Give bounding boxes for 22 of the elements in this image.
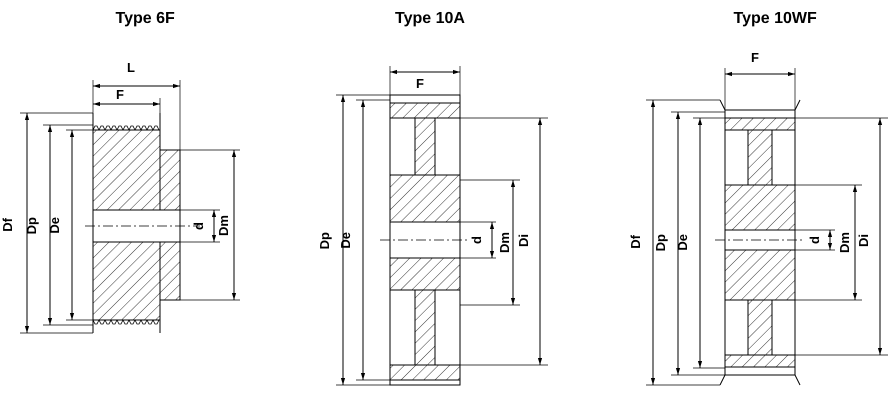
dimension-label: L [127,61,135,75]
dimension-label: Df [629,235,643,249]
dimension-label: F [416,77,424,91]
dimension-label: Di [517,234,531,246]
drawing-title: Type 10WF [734,12,817,26]
dimension-label: Dm [838,232,852,252]
dimension-label: d [470,236,484,244]
dimension-label: Dp [654,234,668,251]
dimension-label: Dp [25,216,39,234]
dimension-label: Dp [318,232,332,249]
dimension-label: Dm [498,232,512,252]
dimension-label: Df [1,218,15,232]
dimension-label: F [751,51,759,65]
dimension-label: d [192,222,206,230]
dimension-label: De [48,216,62,234]
dimension-label: De [676,234,690,250]
dimension-label: Dm [217,214,231,236]
drawing-title: Type 10A [395,12,465,26]
drawing-title: Type 6F [116,12,175,26]
dimension-label: Di [857,234,871,246]
dimension-label: F [116,88,124,102]
dimension-label: d [808,236,822,244]
